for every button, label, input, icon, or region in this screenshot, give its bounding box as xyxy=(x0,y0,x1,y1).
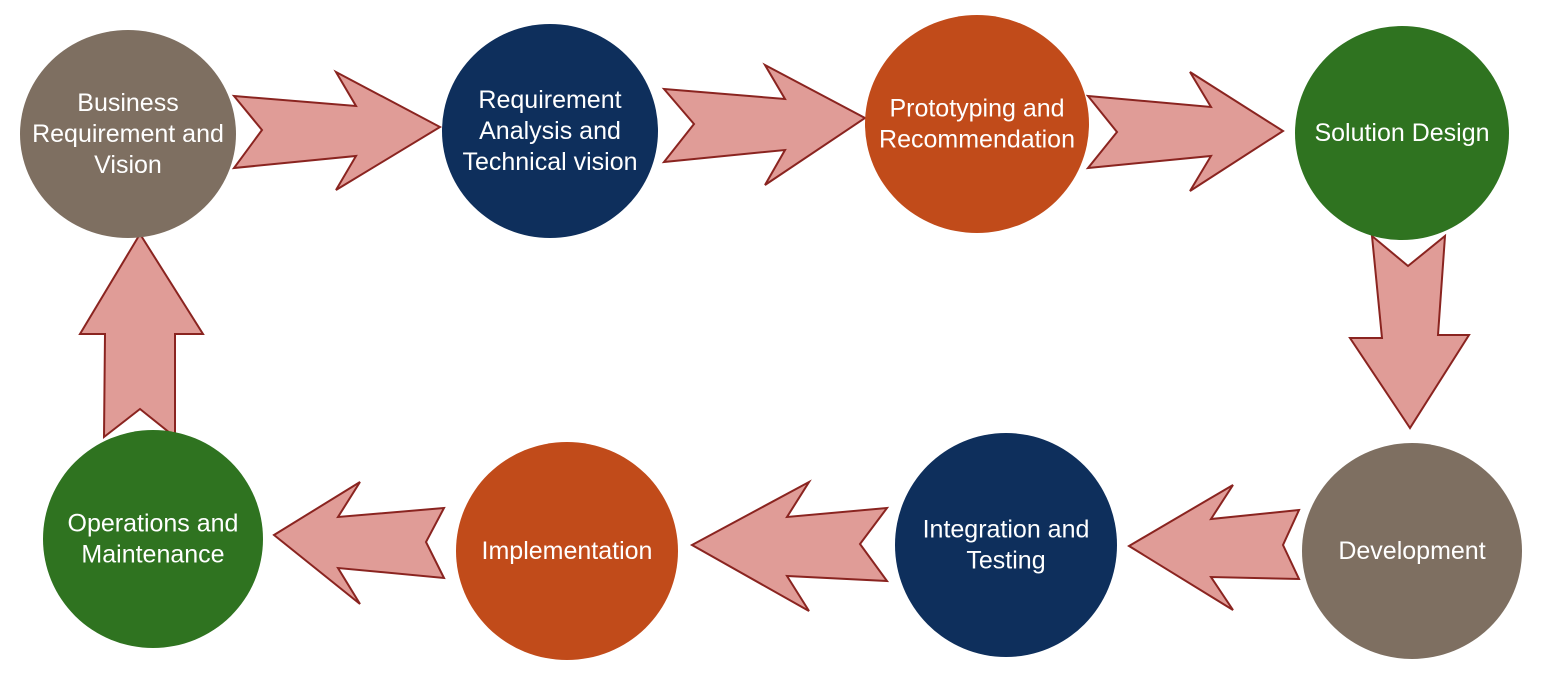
arrow-prototyping-and-recommendation-to-solution-design xyxy=(1085,71,1285,192)
node-circle xyxy=(20,30,236,238)
node-label-line: Recommendation xyxy=(879,126,1075,154)
node-label-line: Operations and xyxy=(68,510,239,538)
node-label-line: Requirement xyxy=(478,86,621,114)
node-label-line: Development xyxy=(1338,537,1485,565)
arrow-implementation-to-operations-and-maintenance xyxy=(272,481,446,605)
node-circle xyxy=(43,430,263,648)
node-label-line: Business xyxy=(77,89,178,117)
node-label-line: Testing xyxy=(966,547,1045,575)
node-label-line: Vision xyxy=(94,151,162,179)
arrow-business-requirement-and-vision-to-requirement-analysis-and-technical-vision xyxy=(231,69,443,191)
node-implementation: Implementation xyxy=(456,442,678,660)
node-solution-design: Solution Design xyxy=(1295,26,1509,240)
node-label-line: Implementation xyxy=(482,537,653,565)
arrow-integration-and-testing-to-implementation xyxy=(689,479,890,612)
arrow-development-to-integration-and-testing xyxy=(1127,484,1301,611)
node-circle xyxy=(456,442,678,660)
node-development: Development xyxy=(1302,443,1522,659)
node-circle xyxy=(442,24,658,238)
node-label-line: Technical vision xyxy=(462,148,637,176)
arrow-operations-and-maintenance-to-business-requirement-and-vision xyxy=(78,232,205,440)
node-circle xyxy=(1295,26,1509,240)
node-circle xyxy=(1302,443,1522,659)
node-circle xyxy=(895,433,1117,657)
arrow-solution-design-to-development xyxy=(1348,233,1471,430)
node-label-line: Solution Design xyxy=(1314,119,1489,147)
node-label-line: Analysis and xyxy=(479,117,621,145)
node-circle xyxy=(865,15,1089,233)
arrow-requirement-analysis-and-technical-vision-to-prototyping-and-recommendation xyxy=(661,62,867,186)
node-label-line: Integration and xyxy=(923,516,1090,544)
node-label-line: Maintenance xyxy=(81,541,224,569)
node-label-line: Prototyping and xyxy=(889,95,1064,123)
node-label-line: Requirement and xyxy=(32,120,224,148)
arrows-layer xyxy=(78,62,1471,612)
